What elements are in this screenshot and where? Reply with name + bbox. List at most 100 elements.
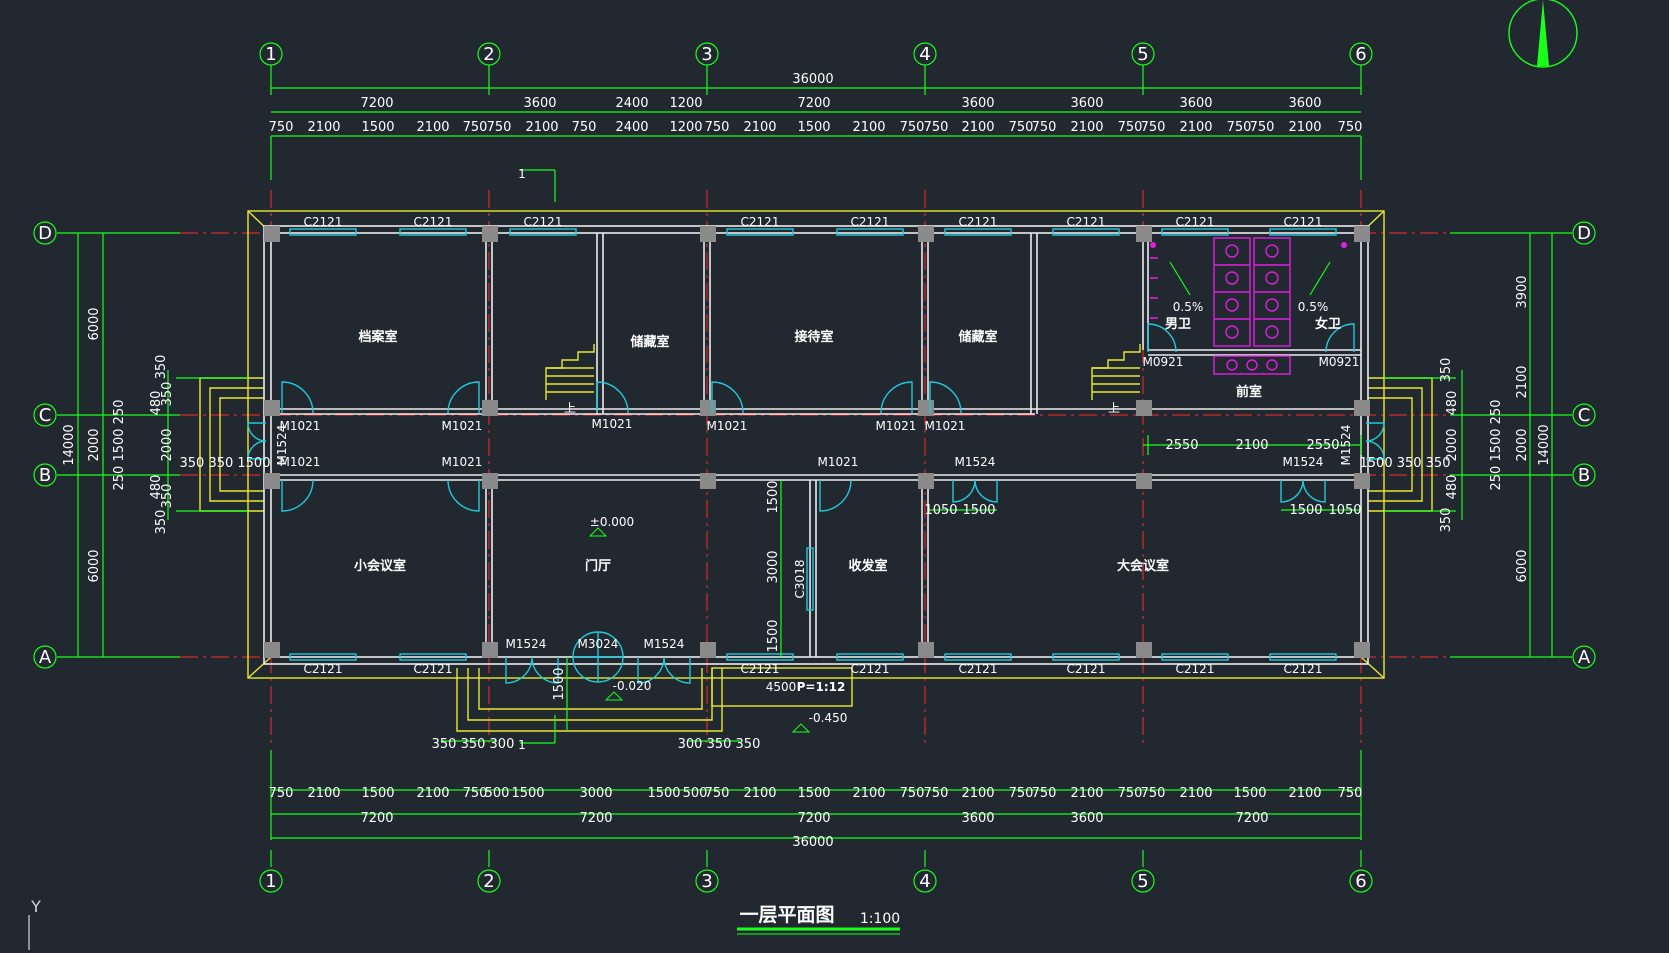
dim-text: 2100 [961, 786, 994, 801]
door-tag: M1021 [876, 419, 917, 433]
ramp-length: 4500 [766, 680, 797, 694]
window-tag: C2121 [1284, 662, 1323, 676]
window-tag: C2121 [1176, 662, 1215, 676]
dim-text: 2100 [852, 120, 885, 135]
dim-text: 1500 [1289, 503, 1322, 518]
window-tag: C2121 [414, 215, 453, 229]
dim-text: 750 [1118, 786, 1143, 801]
north-arrow-icon [1508, 0, 1578, 68]
dim-text: 1500 [962, 503, 995, 518]
door-tag: M3024 [578, 637, 619, 651]
dim-text: 750 [1141, 786, 1166, 801]
dim-text: 6000 [1515, 549, 1530, 582]
dimension-lines [77, 87, 1553, 840]
dim-text: 2100 [1288, 120, 1321, 135]
axis-label: 6 [1355, 44, 1366, 65]
dim-text: 1500 [511, 786, 544, 801]
stair-up-label: 上 [564, 401, 576, 415]
dim-text: 750 [1227, 120, 1252, 135]
dim-text: 750 [1141, 120, 1166, 135]
windows [289, 228, 1337, 661]
right-dimensions: 14000 3900 2100 2000 6000 250 1500 250 3… [1165, 275, 1552, 582]
dim-text: 350 [1439, 358, 1454, 383]
dim-text: 7200 [579, 811, 612, 826]
dim-text: 1050 [924, 503, 957, 518]
dim-text: 480 [149, 391, 164, 416]
dim-text: 750 [1118, 120, 1143, 135]
room-label: 储藏室 [629, 334, 669, 350]
axis-label: D [38, 223, 52, 244]
dim-text: 3600 [1179, 96, 1212, 111]
slope-label: 0.5% [1298, 300, 1329, 314]
window-tag: C2121 [304, 662, 343, 676]
dim-text: 1500 [361, 786, 394, 801]
dim-text: 750 [269, 120, 294, 135]
axis-label: 5 [1137, 44, 1148, 65]
dim-text: 350 [154, 510, 169, 535]
dim-text: 750 [1338, 786, 1363, 801]
dim-text: 3900 [1515, 275, 1530, 308]
dim-text: 36000 [792, 72, 833, 87]
dim-text: 750 [1032, 786, 1057, 801]
door-tag: M1021 [280, 419, 321, 433]
window-tag: C2121 [1067, 662, 1106, 676]
bottom-dimensions: 36000 7200 7200 7200 3600 3600 7200 750 … [269, 737, 1363, 850]
dim-text: 1500 [1233, 786, 1266, 801]
window-tag: C3018 [793, 560, 807, 599]
room-labels: 档案室 储藏室 接待室 储藏室 男卫 女卫 前室 小会议室 门厅 收发室 大会议… [354, 316, 1341, 574]
dim-text: 300 350 350 [678, 737, 761, 752]
dim-text: 2100 [961, 120, 994, 135]
axis-label: 4 [919, 871, 930, 892]
room-label: 档案室 [358, 329, 397, 345]
dim-text: 750 [463, 786, 488, 801]
left-dimensions: 14000 6000 2000 6000 250 1500 250 350 35… [62, 307, 270, 582]
door-tag: M1021 [818, 455, 859, 469]
dim-text: 1500 [766, 480, 781, 513]
section-mark: 1 [518, 167, 526, 181]
columns [264, 226, 1370, 658]
dim-text: 3000 [766, 550, 781, 583]
window-tag: C2121 [1284, 215, 1323, 229]
dim-text: 1200 [669, 120, 702, 135]
window-tag: C2121 [851, 215, 890, 229]
door-tag: M1021 [442, 419, 483, 433]
dim-text: 1500 [766, 619, 781, 652]
dim-text: 750 [1009, 120, 1034, 135]
dim-text: 750 [900, 786, 925, 801]
dim-text: 350 350 1500 [180, 456, 271, 471]
dim-text: 2100 [1070, 120, 1103, 135]
door-tag: M0921 [1143, 355, 1184, 369]
axis-labels: 1 2 3 4 5 6 1 2 3 4 5 6 D C B A D C B A [38, 44, 1591, 892]
level-label: -0.020 [613, 679, 652, 693]
dim-text: 6000 [87, 307, 102, 340]
dim-text: 2400 [615, 120, 648, 135]
dim-text: 14000 [1537, 424, 1552, 465]
dim-text: 2100 [1515, 365, 1530, 398]
dim-text: 750 [924, 786, 949, 801]
dim-text: 1200 [669, 96, 702, 111]
axis-label: 6 [1355, 871, 1366, 892]
drawing-title-block: 一层平面图 1:100 [737, 904, 900, 935]
dim-text: 3600 [1070, 811, 1103, 826]
dim-text: 2100 [1288, 786, 1321, 801]
axis-label: A [39, 647, 52, 668]
dim-text: 2100 [743, 120, 776, 135]
axis-label: D [1577, 223, 1591, 244]
dim-text: 750 [463, 120, 488, 135]
grid-lines [180, 190, 1450, 745]
door-tag: M1021 [280, 455, 321, 469]
slope-label: 0.5% [1173, 300, 1204, 314]
dim-text: 2100 [307, 120, 340, 135]
room-label: 女卫 [1315, 316, 1341, 332]
dim-text: 1500 350 350 [1360, 456, 1451, 471]
axis-label: 4 [919, 44, 930, 65]
axis-label: B [39, 465, 51, 486]
dim-text: 1500 [552, 667, 567, 700]
dim-text: 500 [683, 786, 708, 801]
room-label: 大会议室 [1117, 558, 1169, 574]
dim-text: 480 [1445, 475, 1460, 500]
room-label: 门厅 [585, 558, 611, 574]
room-label: 接待室 [794, 329, 833, 345]
dim-text: 750 [900, 120, 925, 135]
